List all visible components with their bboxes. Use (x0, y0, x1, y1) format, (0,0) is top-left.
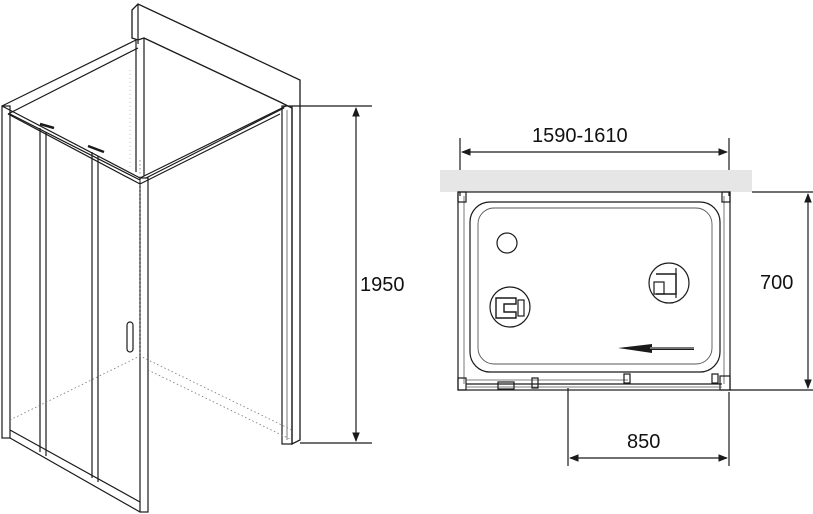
height-label: 1950 (360, 274, 405, 296)
plan-outline (457, 191, 731, 391)
profile-detail-icon (648, 262, 690, 304)
width-label: 1590-1610 (532, 125, 628, 147)
door-label: 850 (627, 431, 660, 453)
depth-dimension (730, 191, 813, 391)
back-wall (131, 3, 301, 446)
door-dimension (567, 388, 730, 466)
isometric-view (1, 3, 301, 513)
shower-tray (469, 201, 721, 373)
depth-label: 700 (760, 272, 793, 294)
door-handle (126, 321, 134, 353)
drain-icon (496, 232, 518, 254)
height-dimension (292, 105, 372, 444)
sliding-direction-arrow-icon (618, 344, 694, 353)
wall-strip (440, 170, 752, 192)
profile-detail-icon (489, 286, 531, 328)
